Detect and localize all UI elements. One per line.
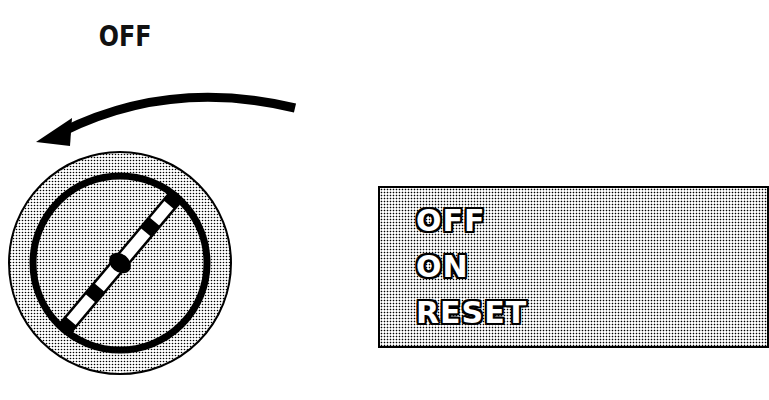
key-slot <box>54 188 186 338</box>
position-name: ON <box>416 244 469 290</box>
arrow-head <box>36 118 72 146</box>
position-name: OFF <box>416 198 486 244</box>
rotation-arc <box>62 97 295 132</box>
switch-bezel <box>9 152 231 374</box>
switch-ring <box>33 176 207 350</box>
position-name: RESET <box>416 290 527 336</box>
position-label: OFF <box>99 20 152 53</box>
switch-position-panel: OFFONRESET <box>378 186 769 348</box>
